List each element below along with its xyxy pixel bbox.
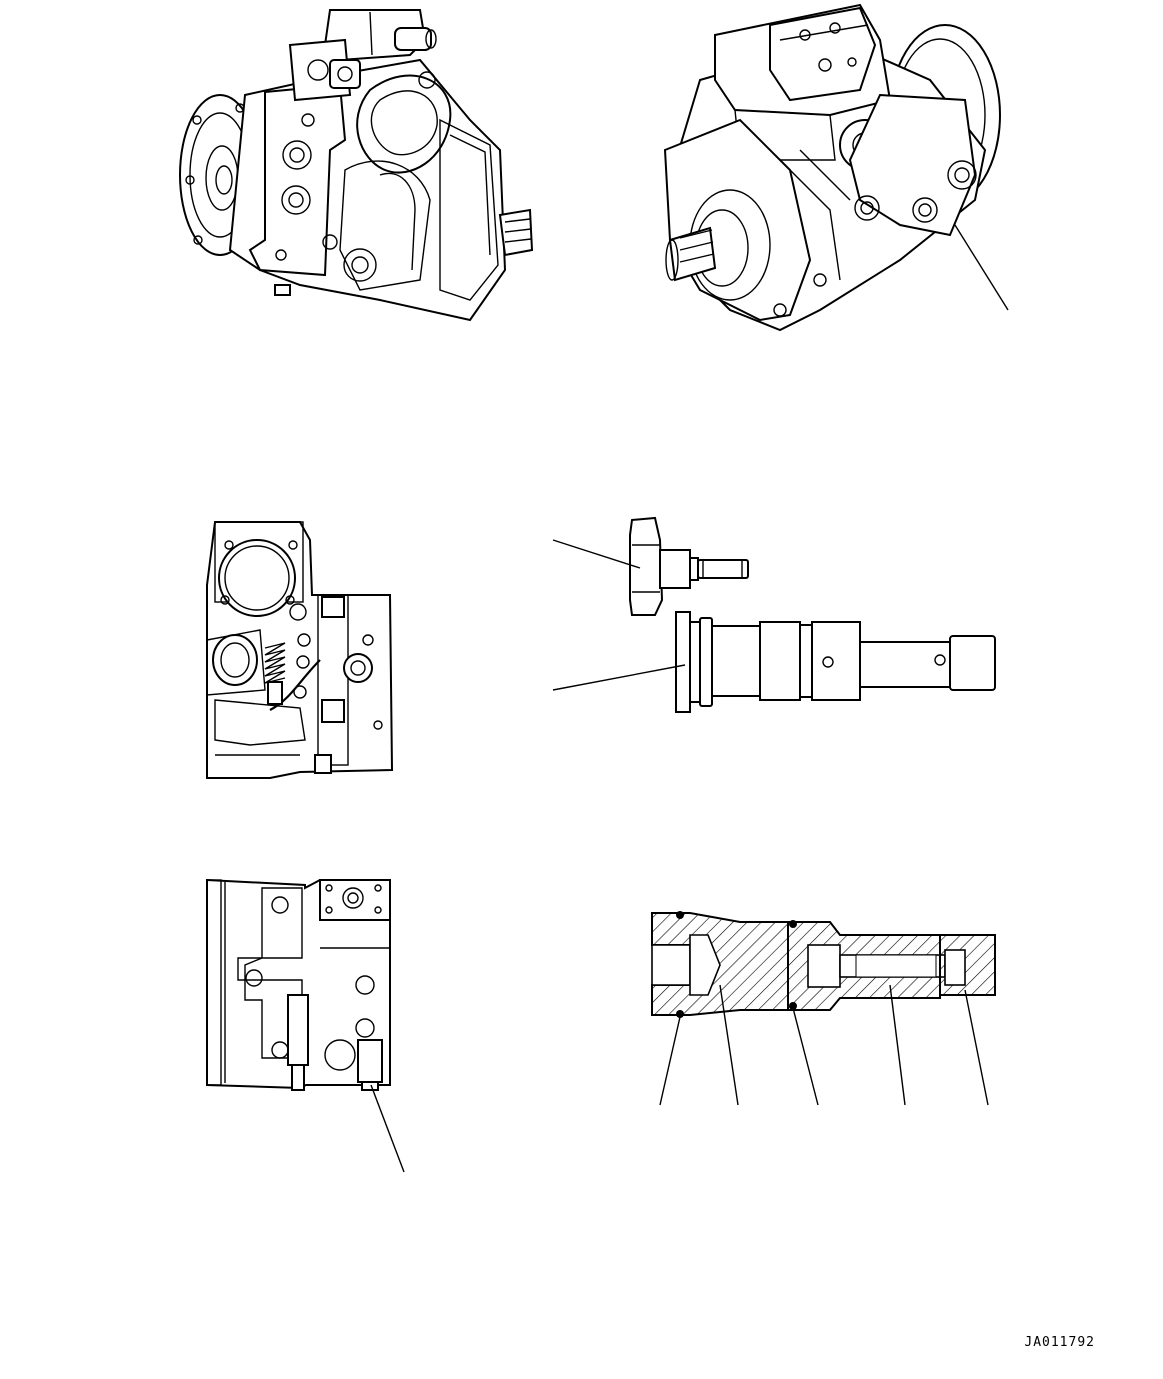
valve-block-side-view (206, 878, 405, 1173)
drawing-reference-code: JA011792 (1024, 1335, 1095, 1350)
pump-assembly-rear-view (663, 3, 1009, 332)
valve-cartridge-cross-section (651, 911, 996, 1106)
pump-assembly-front-view (179, 9, 534, 322)
valve-block-top-view (206, 521, 394, 779)
spool-and-sleeve-parts (552, 516, 996, 713)
